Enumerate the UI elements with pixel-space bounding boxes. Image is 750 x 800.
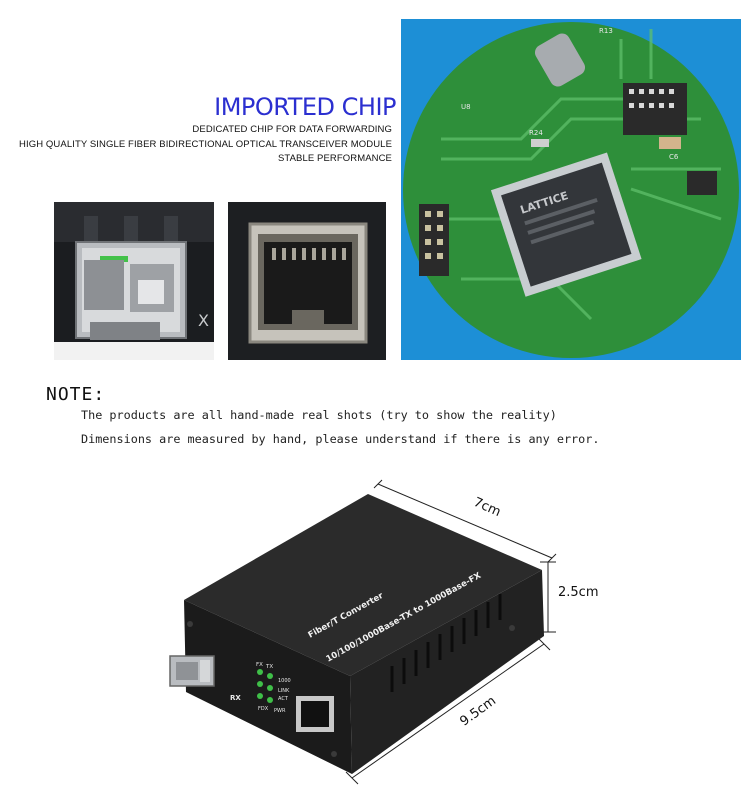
led-label-1000: 1000 bbox=[278, 678, 291, 684]
hero-title: IMPORTED CHIP bbox=[214, 93, 396, 121]
led-label-link: LINK bbox=[278, 688, 290, 694]
board-label-r13: R13 bbox=[599, 27, 613, 35]
board-label-r24: R24 bbox=[529, 129, 543, 137]
port-rx-label: RX bbox=[230, 694, 241, 702]
dimension-height: 2.5cm bbox=[558, 585, 599, 600]
hero-line-transceiver: HIGH QUALITY SINGLE FIBER BIDIRECTIONAL … bbox=[19, 139, 392, 150]
svg-text:X: X bbox=[198, 311, 209, 330]
sfp-port-photo: X bbox=[54, 202, 214, 360]
pcb-chip-photo: LATTICE R24 R13 U8 C6 bbox=[401, 19, 741, 360]
note-heading: NOTE: bbox=[46, 384, 106, 405]
hero-line-performance: STABLE PERFORMANCE bbox=[277, 153, 392, 164]
rj45-port-photo bbox=[228, 202, 386, 360]
led-label-act: ACT bbox=[278, 696, 289, 702]
led-label-fx: FX bbox=[256, 662, 263, 668]
led-label-tx: TX bbox=[265, 664, 273, 670]
board-label-c6: C6 bbox=[669, 153, 679, 161]
note-line-real-shots: The products are all hand-made real shot… bbox=[81, 408, 557, 422]
board-label-u8: U8 bbox=[461, 103, 471, 111]
led-label-pwr: PWR bbox=[274, 708, 286, 714]
note-line-dimensions: Dimensions are measured by hand, please … bbox=[81, 432, 600, 446]
led-label-fdx: FDX bbox=[258, 706, 269, 712]
hero-line-forwarding: DEDICATED CHIP FOR DATA FORWARDING bbox=[192, 124, 392, 135]
media-converter-photo: Fiber/T Converter 10/100/1000Base-TX to … bbox=[160, 470, 610, 790]
